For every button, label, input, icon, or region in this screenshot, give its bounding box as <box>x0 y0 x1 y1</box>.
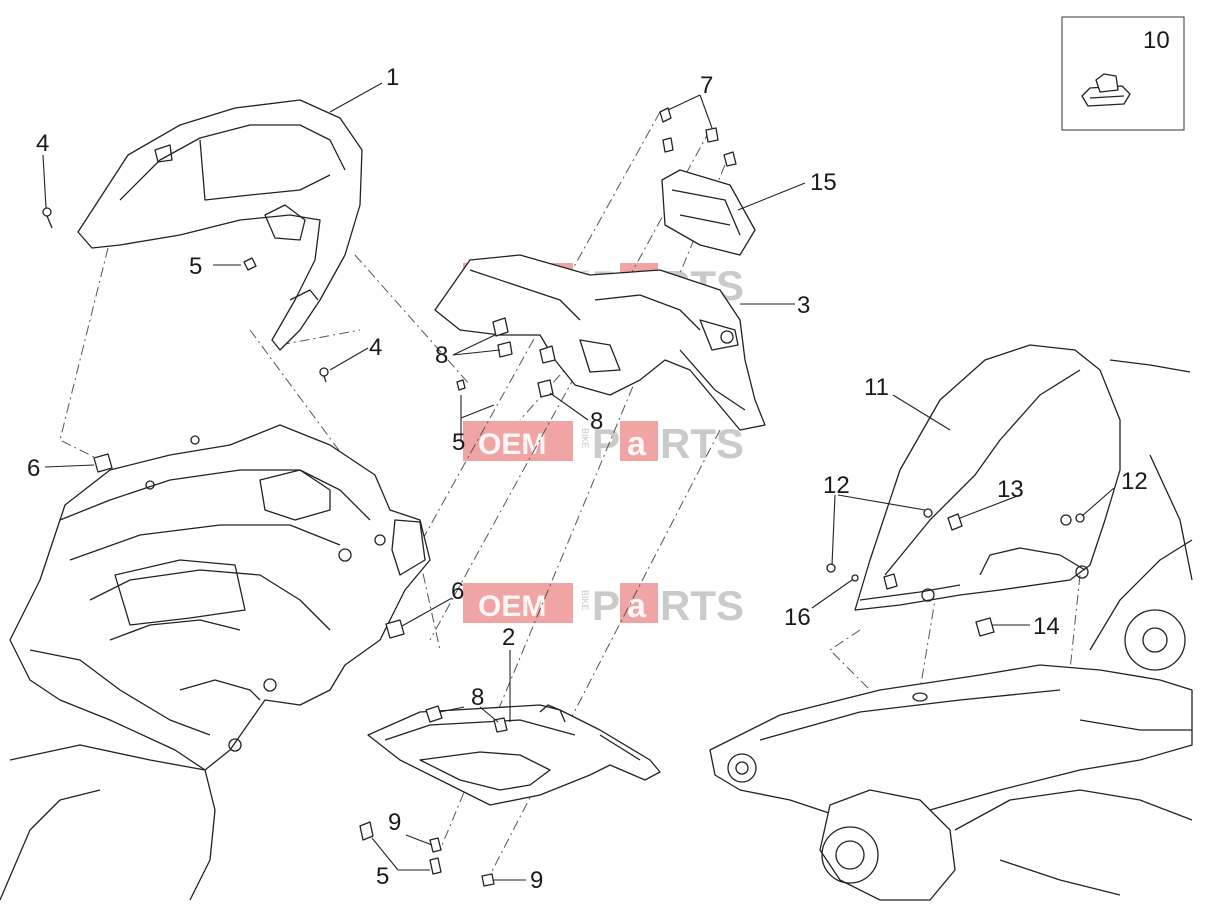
part-1-rear-cowl <box>77 99 363 351</box>
callout-6b: 6 <box>451 578 464 605</box>
svg-text:RTS: RTS <box>660 582 744 629</box>
svg-text:BIKE: BIKE <box>580 428 590 449</box>
callout-16: 16 <box>784 604 811 631</box>
callout-12a: 12 <box>823 472 850 499</box>
callout-9b: 9 <box>530 867 543 894</box>
svg-text:OEM: OEM <box>478 428 546 461</box>
callout-10: 10 <box>1143 27 1170 54</box>
callout-13: 13 <box>997 476 1024 503</box>
callout-1: 1 <box>386 64 399 91</box>
callout-8b: 8 <box>590 408 603 435</box>
svg-text:BIKE: BIKE <box>580 590 590 611</box>
svg-text:OEM: OEM <box>478 590 546 623</box>
callout-6a: 6 <box>27 455 40 482</box>
inset-box-part-10: 10 <box>1061 16 1185 131</box>
callout-8c: 8 <box>471 684 484 711</box>
part-15-tail-light <box>661 169 756 256</box>
watermark-2: OEM BIKE P a RTS <box>463 420 744 467</box>
callout-11: 11 <box>864 374 889 401</box>
svg-text:a: a <box>627 587 647 625</box>
svg-text:RTS: RTS <box>660 420 744 467</box>
callout-15: 15 <box>810 169 837 196</box>
callout-7: 7 <box>700 72 713 99</box>
callout-labels: 1 2 3 4 4 5 5 5 6 6 7 8 8 8 9 9 11 12 12… <box>27 64 1148 894</box>
callout-12b: 12 <box>1121 468 1148 495</box>
callout-14: 14 <box>1033 613 1060 640</box>
part-2-undertray <box>367 704 661 806</box>
callout-5b: 5 <box>452 429 465 456</box>
swingarm-and-wheel <box>709 359 1193 901</box>
svg-text:a: a <box>627 425 647 463</box>
leader-lines <box>42 82 1115 881</box>
part-11-rear-hugger <box>854 344 1121 611</box>
callout-2: 2 <box>502 624 515 651</box>
callout-8a: 8 <box>435 342 448 369</box>
callout-5c: 5 <box>376 863 389 890</box>
callout-3: 3 <box>797 292 810 319</box>
callout-4a: 4 <box>36 130 49 157</box>
callout-5a: 5 <box>189 253 202 280</box>
hardware-fasteners <box>42 107 1085 887</box>
callout-9a: 9 <box>388 809 401 836</box>
sub-frame <box>0 424 431 901</box>
callout-4b: 4 <box>369 334 382 361</box>
svg-text:P: P <box>592 582 620 629</box>
watermark-3: OEM BIKE P a RTS <box>463 582 744 629</box>
